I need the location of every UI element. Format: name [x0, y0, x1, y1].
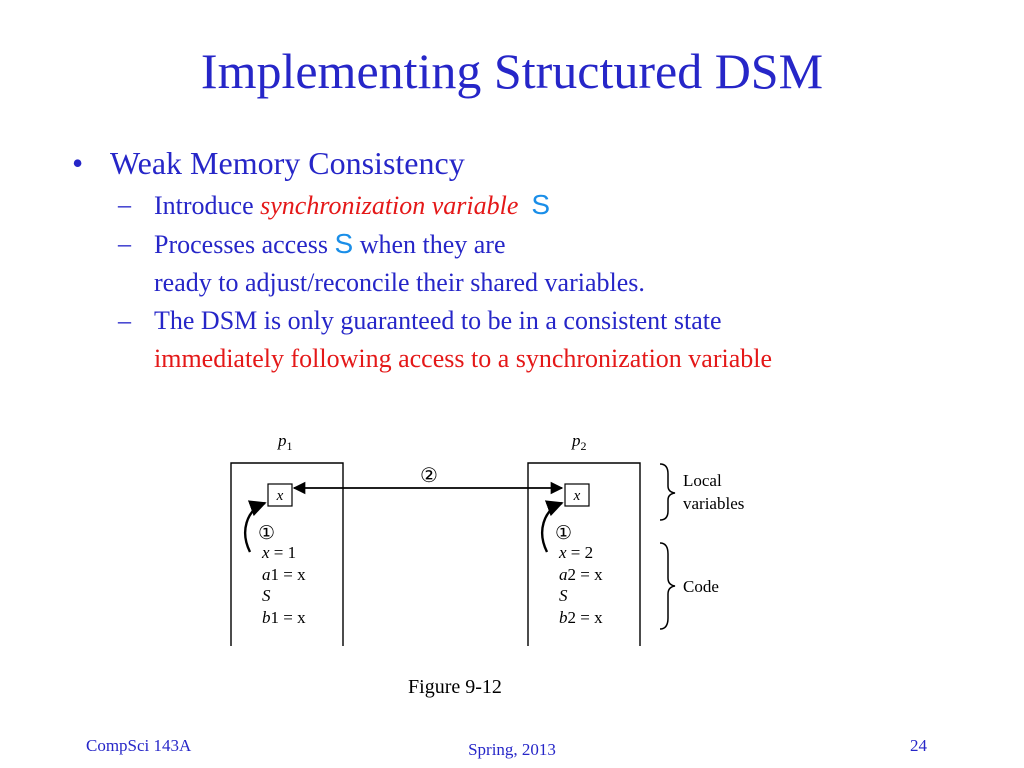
footer-course: CompSci 143A — [86, 736, 192, 755]
p2-code-line-4: b2 = x — [559, 608, 603, 627]
p2-code-line-2: a2 = x — [559, 565, 603, 584]
bullet-list: •Weak Memory Consistency –Introduce sync… — [72, 142, 1012, 378]
local-variables-label-line-1: Local — [683, 471, 722, 490]
p1-variable-box — [267, 483, 293, 507]
sub-bullet-processes: –Processes access S when they are ready … — [72, 225, 1012, 302]
p2-variable-box — [564, 483, 590, 507]
p1-code-line-4: b1 = x — [262, 608, 306, 627]
variable-s: S — [531, 189, 551, 220]
p1-write-arrow — [244, 500, 267, 553]
p1-code-line-3: S — [262, 586, 271, 605]
bullet-dot: • — [72, 145, 84, 181]
p1-code-line-2: a1 = x — [262, 565, 306, 584]
p2-write-arrow — [541, 500, 564, 553]
local-variables-label-line-2: variables — [683, 494, 744, 513]
slide-title: Implementing Structured DSM — [200, 43, 824, 99]
code-label: Code — [683, 577, 719, 596]
process-p1-label: p1 — [277, 431, 293, 453]
dash-marker: – — [118, 306, 131, 335]
local-variables-brace — [659, 463, 676, 521]
footer-term: Spring, 2013 — [468, 740, 556, 759]
process-p2-label: p2 — [571, 431, 587, 453]
code-brace — [659, 542, 676, 630]
sub-bullet-consistency: –The DSM is only guaranteed to be in a c… — [72, 302, 1012, 378]
p1-step-1-label: ① — [258, 523, 275, 544]
step-2-label: ② — [420, 465, 438, 487]
dash-marker: – — [118, 229, 131, 258]
p2-step-1-label: ① — [555, 523, 572, 544]
dash-marker: – — [118, 190, 131, 219]
variable-s: S — [334, 228, 354, 259]
process-p1-frame — [230, 462, 344, 646]
p1-code-line-1: x = 1 — [261, 543, 296, 562]
footer-page-number: 24 — [910, 736, 927, 755]
p2-code-line-3: S — [559, 586, 568, 605]
bullet-weak-memory: •Weak Memory Consistency — [72, 142, 1012, 184]
sub-bullet-introduce: –Introduce synchronization variable S — [72, 186, 1012, 225]
p1-variable-x: x — [276, 488, 284, 504]
figure-9-12-diagram: p1 p2 x x ② ① ① x = 1 a1 = x S b1 = x x … — [230, 431, 744, 646]
figure-caption: Figure 9-12 — [408, 676, 502, 698]
p2-code-line-1: x = 2 — [558, 543, 593, 562]
process-p2-frame — [527, 462, 641, 646]
p2-variable-x: x — [573, 488, 581, 504]
